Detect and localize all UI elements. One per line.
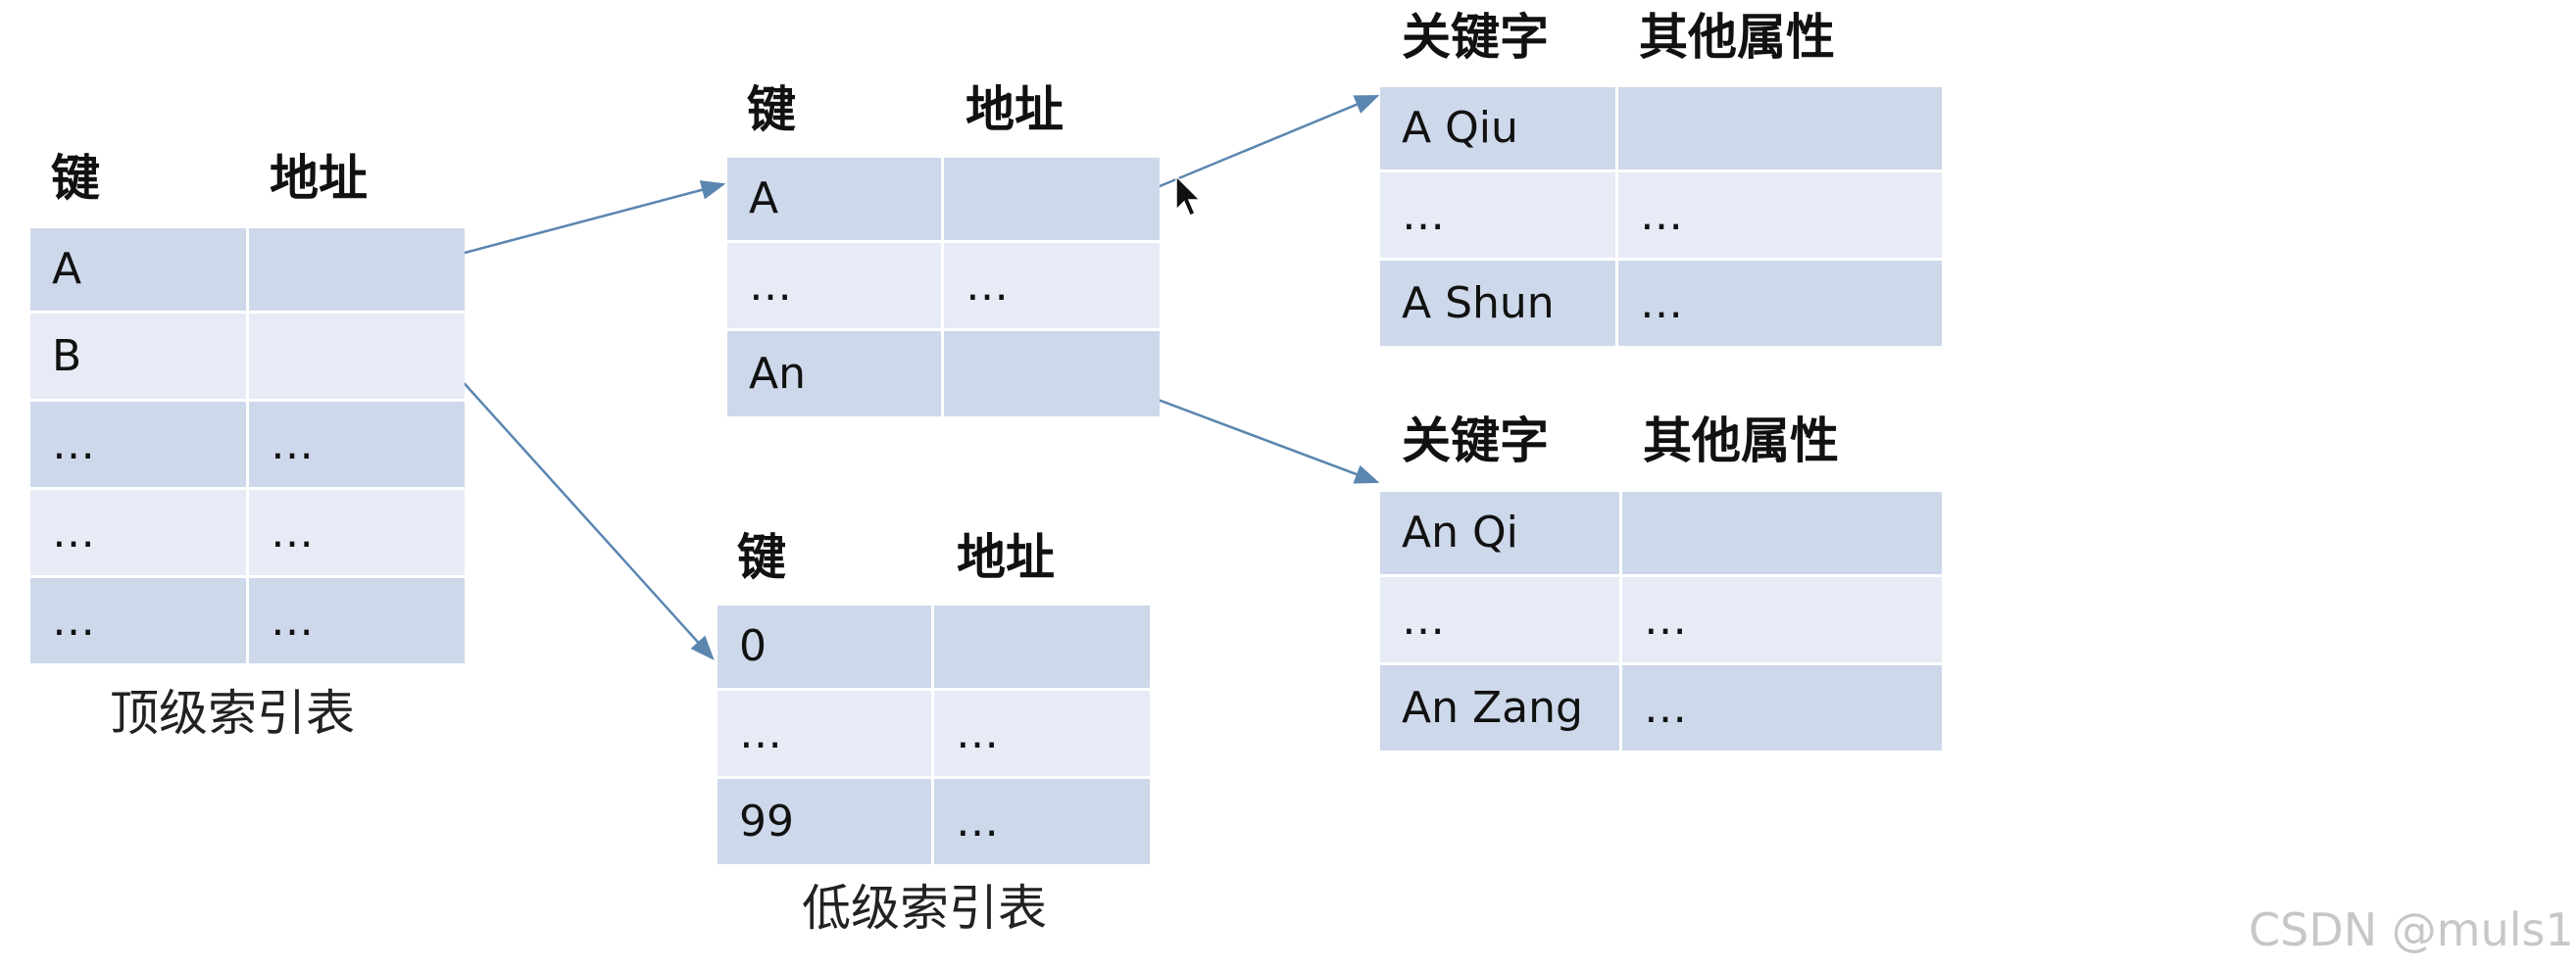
sub-index-b-row-2-key: …: [718, 691, 931, 776]
top-index-row-1-address: [249, 228, 465, 311]
sub-index-a-row-3-key: An: [727, 331, 941, 416]
top-index-header-address: 地址: [270, 150, 368, 207]
records-an-row-3-keyword: An Zang: [1380, 665, 1619, 751]
arrow-top-b-to-sub-b: [430, 346, 715, 660]
top-index-row-4-address: …: [249, 490, 465, 575]
sub-index-b-row-1-key: 0: [718, 606, 931, 688]
sub-index-b-row-1-address: [934, 606, 1150, 688]
records-an-row-1-other: [1622, 492, 1942, 574]
top-index-row-5-key: …: [30, 578, 246, 663]
records-an-row-2-keyword: …: [1380, 577, 1619, 662]
sub-index-b-header-address: 地址: [957, 529, 1055, 586]
records-a-header-other-attributes: 其他属性: [1639, 9, 1835, 66]
records-a-row-2-other: …: [1618, 172, 1942, 258]
sub-index-b-header-key: 键: [737, 529, 786, 586]
watermark: CSDN @muls1: [2249, 903, 2574, 956]
sub-index-caption: 低级索引表: [802, 880, 1047, 937]
top-index-caption: 顶级索引表: [110, 685, 355, 742]
arrow-sub-an-to-records-an: [1123, 385, 1380, 484]
top-index-header-key: 键: [51, 150, 100, 207]
top-index-row-2-key: B: [30, 314, 246, 399]
records-a-row-3-other: …: [1618, 261, 1942, 346]
sub-index-a-row-2-key: …: [727, 243, 941, 328]
sub-index-a-row-1-key: A: [727, 158, 941, 240]
sub-index-a-row-2-address: …: [944, 243, 1160, 328]
sub-index-a-row-3-address: [944, 331, 1160, 416]
records-a-header-keyword: 关键字: [1402, 9, 1549, 66]
records-a-row-1-other: [1618, 87, 1942, 170]
top-index-row-5-address: …: [249, 578, 465, 663]
records-a-row-2-keyword: …: [1380, 172, 1615, 258]
mouse-cursor-icon: [1175, 174, 1202, 217]
top-index-row-3-key: …: [30, 402, 246, 487]
records-a-row-1-keyword: A Qiu: [1380, 87, 1615, 170]
records-an-header-keyword: 关键字: [1402, 412, 1549, 469]
sub-index-b-row-3-address: …: [934, 779, 1150, 864]
records-an-row-3-other: …: [1622, 665, 1942, 751]
sub-index-a-header-address: 地址: [966, 81, 1064, 138]
arrow-sub-a-to-records-a: [1123, 94, 1380, 203]
top-index-row-1-key: A: [30, 228, 246, 311]
sub-index-b-row-3-key: 99: [718, 779, 931, 864]
records-an-header-other-attributes: 其他属性: [1643, 412, 1839, 469]
sub-index-b-row-2-address: …: [934, 691, 1150, 776]
records-an-row-2-other: …: [1622, 577, 1942, 662]
top-index-row-4-key: …: [30, 490, 246, 575]
sub-index-a-header-key: 键: [747, 81, 796, 138]
top-index-row-3-address: …: [249, 402, 465, 487]
records-a-row-3-keyword: A Shun: [1380, 261, 1615, 346]
arrow-top-a-to-sub-a: [430, 180, 726, 264]
sub-index-a-row-1-address: [944, 158, 1160, 240]
top-index-row-2-address: [249, 314, 465, 399]
records-an-row-1-keyword: An Qi: [1380, 492, 1619, 574]
